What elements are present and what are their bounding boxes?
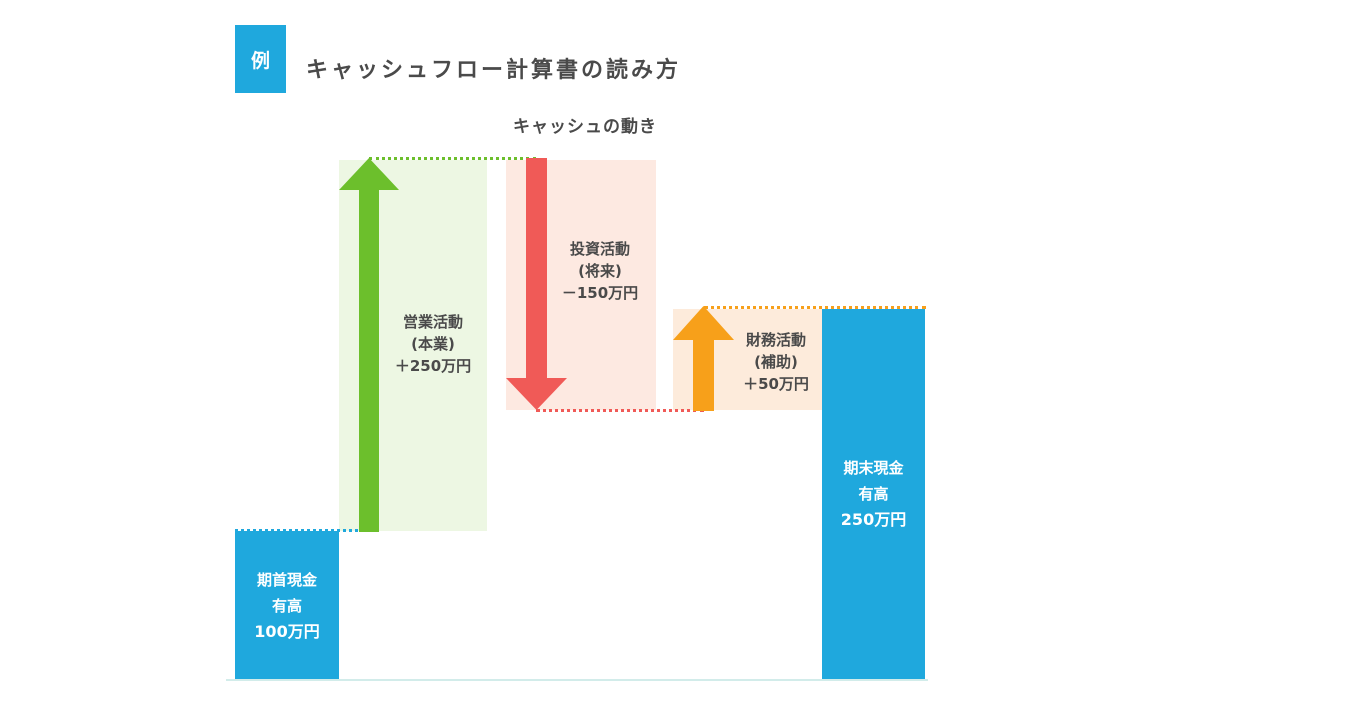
operating-label: 営業活動 (本業) ＋250万円 — [378, 311, 488, 377]
connector-financing — [704, 306, 926, 309]
operating-label-amount: ＋250万円 — [394, 357, 472, 375]
financing-label-line2: (補助) — [754, 353, 798, 371]
connector-opening — [235, 529, 358, 532]
page-title: キャッシュフロー計算書の読み方 — [306, 58, 682, 83]
baseline — [226, 679, 928, 681]
investing-down-arrow — [506, 158, 567, 410]
investing-label-amount: －150万円 — [561, 284, 639, 302]
closing-cash-label: 期末現金 有高 250万円 — [822, 455, 925, 533]
investing-label: 投資活動 (将来) －150万円 — [540, 238, 660, 304]
closing-cash-line1: 期末現金 — [843, 459, 904, 477]
operating-label-line1: 営業活動 — [402, 313, 463, 331]
financing-label: 財務活動 (補助) ＋50万円 — [730, 329, 822, 395]
opening-cash-bar — [235, 531, 339, 680]
opening-cash-line2: 有高 — [271, 597, 302, 615]
opening-cash-label: 期首現金 有高 100万円 — [235, 567, 339, 645]
financing-label-line1: 財務活動 — [745, 331, 806, 349]
diagram-title: キャッシュの動き — [513, 117, 657, 137]
closing-cash-bar — [822, 309, 925, 680]
example-badge: 例 — [235, 25, 286, 93]
closing-cash-amount: 250万円 — [840, 510, 907, 529]
opening-cash-line1: 期首現金 — [256, 571, 317, 589]
investing-label-line2: (将来) — [578, 262, 622, 280]
connector-investing — [536, 409, 704, 412]
opening-cash-amount: 100万円 — [254, 622, 320, 641]
operating-label-line2: (本業) — [411, 335, 455, 353]
operating-up-arrow — [339, 158, 399, 532]
investing-label-line1: 投資活動 — [569, 240, 630, 258]
financing-label-amount: ＋50万円 — [743, 375, 809, 393]
financing-up-arrow — [673, 306, 734, 411]
closing-cash-line2: 有高 — [858, 485, 889, 503]
connector-operating — [369, 157, 536, 160]
